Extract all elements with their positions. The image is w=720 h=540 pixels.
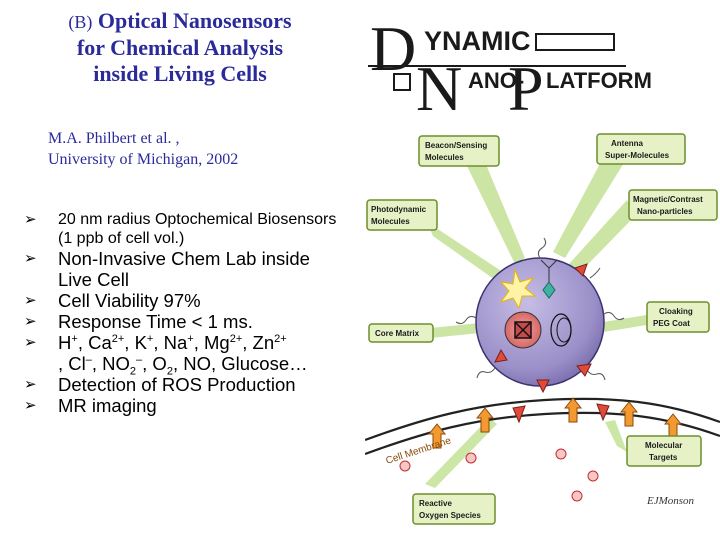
box-magnetic xyxy=(628,189,718,221)
logo-word-dynamic: YNAMIC xyxy=(424,26,531,56)
sensing-molecule-icon xyxy=(542,281,556,299)
label-cloaking-2: PEG Coat xyxy=(653,319,690,328)
label-antenna-1: Antenna xyxy=(611,139,644,148)
label-magnetic-1: Magnetic/Contrast xyxy=(633,195,703,204)
title-line-2: for Chemical Analysis xyxy=(76,35,284,60)
label-molecular-2: Targets xyxy=(649,453,678,462)
label-photodynamic-1: Photodynamic xyxy=(371,205,427,214)
label-magnetic-2: Nano-particles xyxy=(637,207,693,216)
logo-square xyxy=(393,73,411,91)
bullet-arrow-icon: ➢ xyxy=(24,250,37,267)
bullet-arrow-icon: ➢ xyxy=(24,334,37,351)
box-ros xyxy=(412,493,496,525)
author-credit: M.A. Philbert et al. , University of Mic… xyxy=(48,128,238,170)
slide-title: (B) Optical Nanosensors for Chemical Ana… xyxy=(20,8,340,87)
logo-word-platform: LATFORM xyxy=(546,68,652,93)
label-ros-2: Oxygen Species xyxy=(419,511,481,520)
logo-letter-p: P xyxy=(508,53,544,112)
antenna-receptors xyxy=(494,263,592,394)
bullet-item: ➢20 nm radius Optochemical Biosensors (1… xyxy=(24,211,337,247)
bullet-arrow-icon: ➢ xyxy=(24,292,37,309)
label-photodynamic-2: Molecules xyxy=(371,217,410,226)
photodynamic-star-icon xyxy=(499,268,537,310)
molecular-target-arrows xyxy=(427,397,683,449)
title-line-1: Optical Nanosensors xyxy=(97,8,292,33)
label-molecular-1: Molecular xyxy=(645,441,682,450)
bullet-item: ➢Cell Viability 97% xyxy=(24,290,201,311)
dynamic-nanoplatform-logo: D YNAMIC N ANO- P LATFORM xyxy=(368,13,652,112)
box-photodynamic xyxy=(366,199,438,231)
box-cloaking xyxy=(646,301,710,333)
bullet-item-ions: ➢H+, Ca2+, K+, Na+, Mg2+, Zn2+, Cl–, NO2… xyxy=(24,332,308,378)
logo-letter-n: N xyxy=(416,53,462,112)
box-core-matrix xyxy=(368,323,434,343)
peg-coat-squiggles xyxy=(455,237,625,381)
bullet-arrow-icon: ➢ xyxy=(24,397,37,414)
nanoplatform-diagram: Beacon/Sensing Molecules Antenna Super-M… xyxy=(365,118,720,536)
bullet-item: ➢Detection of ROS Production xyxy=(24,374,296,395)
title-line-3: inside Living Cells xyxy=(93,61,267,86)
title-tag: (B) xyxy=(68,12,93,32)
label-antenna-2: Super-Molecules xyxy=(605,151,670,160)
bullet-item: ➢Response Time < 1 ms. xyxy=(24,311,253,332)
label-beacon-1: Beacon/Sensing xyxy=(425,141,487,150)
label-cloaking-1: Cloaking xyxy=(659,307,693,316)
label-ros-1: Reactive xyxy=(419,499,452,508)
author-line-1: M.A. Philbert et al. , xyxy=(48,130,180,147)
logo-word-nano: ANO- xyxy=(468,68,524,93)
bullet-item: ➢MR imaging xyxy=(24,395,157,416)
membrane-outer-line xyxy=(365,397,720,442)
label-boxes xyxy=(366,133,718,525)
box-molecular-targets xyxy=(626,435,702,467)
box-beacon xyxy=(418,135,500,167)
box-antenna xyxy=(596,133,686,165)
bullet-arrow-icon: ➢ xyxy=(24,376,37,393)
logo-box xyxy=(535,33,615,51)
label-beacon-2: Molecules xyxy=(425,153,464,162)
author-line-2: University of Michigan, 2002 xyxy=(48,151,239,168)
bullet-list: ➢20 nm radius Optochemical Biosensors (1… xyxy=(20,210,340,416)
bullet-arrow-icon: ➢ xyxy=(24,211,37,228)
membrane-receptors xyxy=(512,403,610,424)
bullet-arrow-icon: ➢ xyxy=(24,313,37,330)
logo-letter-d: D xyxy=(370,13,416,84)
bullet-item: ➢Non-Invasive Chem Lab inside Live Cell xyxy=(24,248,310,290)
artist-signature: EJMonson xyxy=(646,495,695,507)
label-core-matrix: Core Matrix xyxy=(375,329,420,338)
